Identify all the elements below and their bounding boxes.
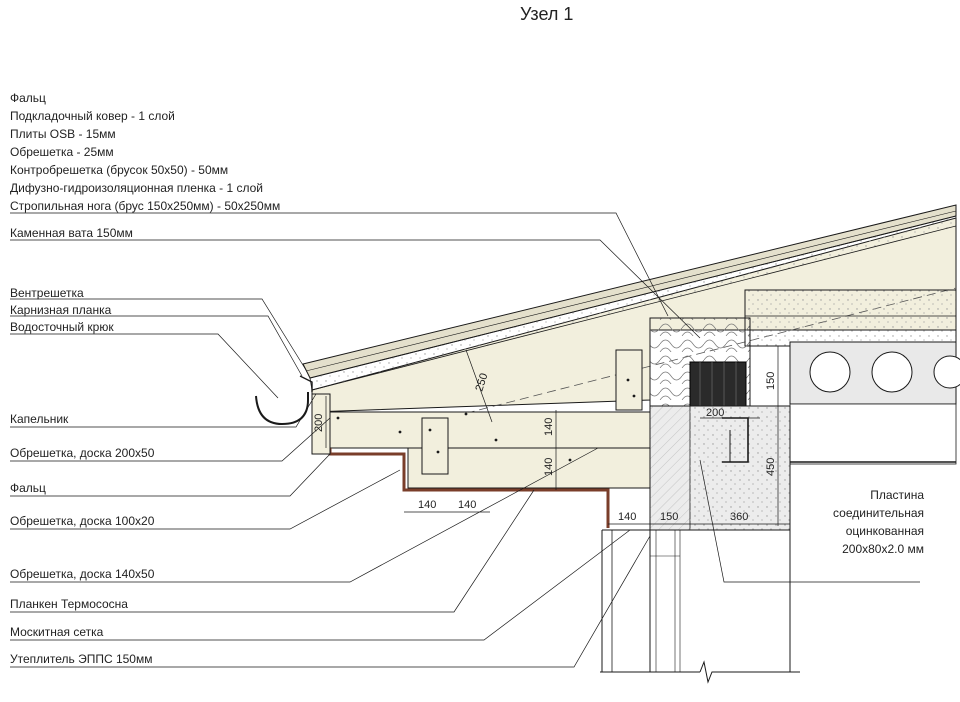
gutter-profile [255, 392, 309, 426]
callout-board-100x20: Обрешетка, доска 100х20 [10, 514, 155, 528]
dim-140-b: 140 [543, 458, 555, 476]
dim-200-top: 200 [706, 407, 724, 419]
plate-note-line: соединительная [833, 506, 924, 520]
callout-gutter-hook: Водосточный крюк [10, 320, 114, 334]
layer-label-underlay: Подкладочный ковер - 1 слой [10, 109, 175, 123]
callout-epps-insul: Утеплитель ЭППС 150мм [10, 652, 153, 666]
layer-label-counter: Контробрешетка (брусок 50х50) - 50мм [10, 163, 229, 177]
layer-label-osb: Плиты OSB - 15мм [10, 127, 116, 141]
connector-block [421, 417, 449, 475]
callout-planken: Планкен Термососна [10, 597, 128, 611]
slab-lower [789, 403, 957, 465]
dim-150-right: 150 [765, 372, 777, 390]
layer-label-wool: Каменная вата 150мм [10, 226, 133, 240]
dim-150-bottom: 150 [660, 511, 678, 523]
dim-250: 250 [473, 372, 490, 393]
dim-140-c: 140 [618, 511, 636, 523]
dim-200-left: 200 [313, 414, 325, 432]
leader-lines [10, 212, 920, 668]
top-insulation [744, 289, 957, 347]
callout-vent-grille: Вентрешетка [10, 286, 84, 300]
drip-edge [299, 375, 313, 392]
callout-drip-edge: Капельник [10, 412, 69, 426]
callout-board-140x50: Обрешетка, доска 140х50 [10, 567, 155, 581]
fasteners [336, 378, 636, 462]
plate-note-line: Пластина [870, 488, 924, 502]
layer-label-rafter: Стропильная нога (брус 150х250мм) - 50х2… [10, 199, 281, 213]
wall-texture [690, 406, 790, 530]
slab-void [871, 351, 913, 393]
callout-eave-strip: Карнизная планка [10, 303, 112, 317]
fascia-board [311, 393, 331, 455]
gutter [255, 375, 313, 426]
attic-section [649, 289, 960, 465]
slab-void [809, 351, 851, 393]
layer-label-falts: Фальц [10, 91, 46, 105]
eave-boards [311, 349, 651, 528]
wall-section [600, 405, 800, 684]
layer-label-membrane: Дифузно-гидроизоляционная пленка - 1 сло… [10, 181, 263, 195]
callout-falts: Фальц [10, 481, 46, 495]
mauerlat [689, 361, 747, 407]
plate-note-line: оцинкованная [845, 524, 924, 538]
plate-note: Пластина соединительная оцинкованная 200… [800, 486, 924, 558]
callout-mosquito-net: Москитная сетка [10, 625, 104, 639]
dim-360: 360 [730, 511, 748, 523]
plate-note-line: 200х80х2.0 мм [842, 542, 924, 556]
dim-450: 450 [765, 458, 777, 476]
dim-140-bottom-1: 140 [418, 499, 436, 511]
roof-layer-line [305, 210, 957, 372]
callout-board-200x50: Обрешетка, доска 200х50 [10, 446, 155, 460]
board-200x50 [314, 411, 651, 449]
slab-void [933, 355, 960, 389]
dim-140-bottom-2: 140 [458, 499, 476, 511]
drawing-title: Узел 1 [520, 4, 574, 24]
dim-140-a: 140 [543, 418, 555, 436]
layer-label-lathing: Обрешетка - 25мм [10, 145, 114, 159]
dimension-lines [325, 346, 790, 526]
